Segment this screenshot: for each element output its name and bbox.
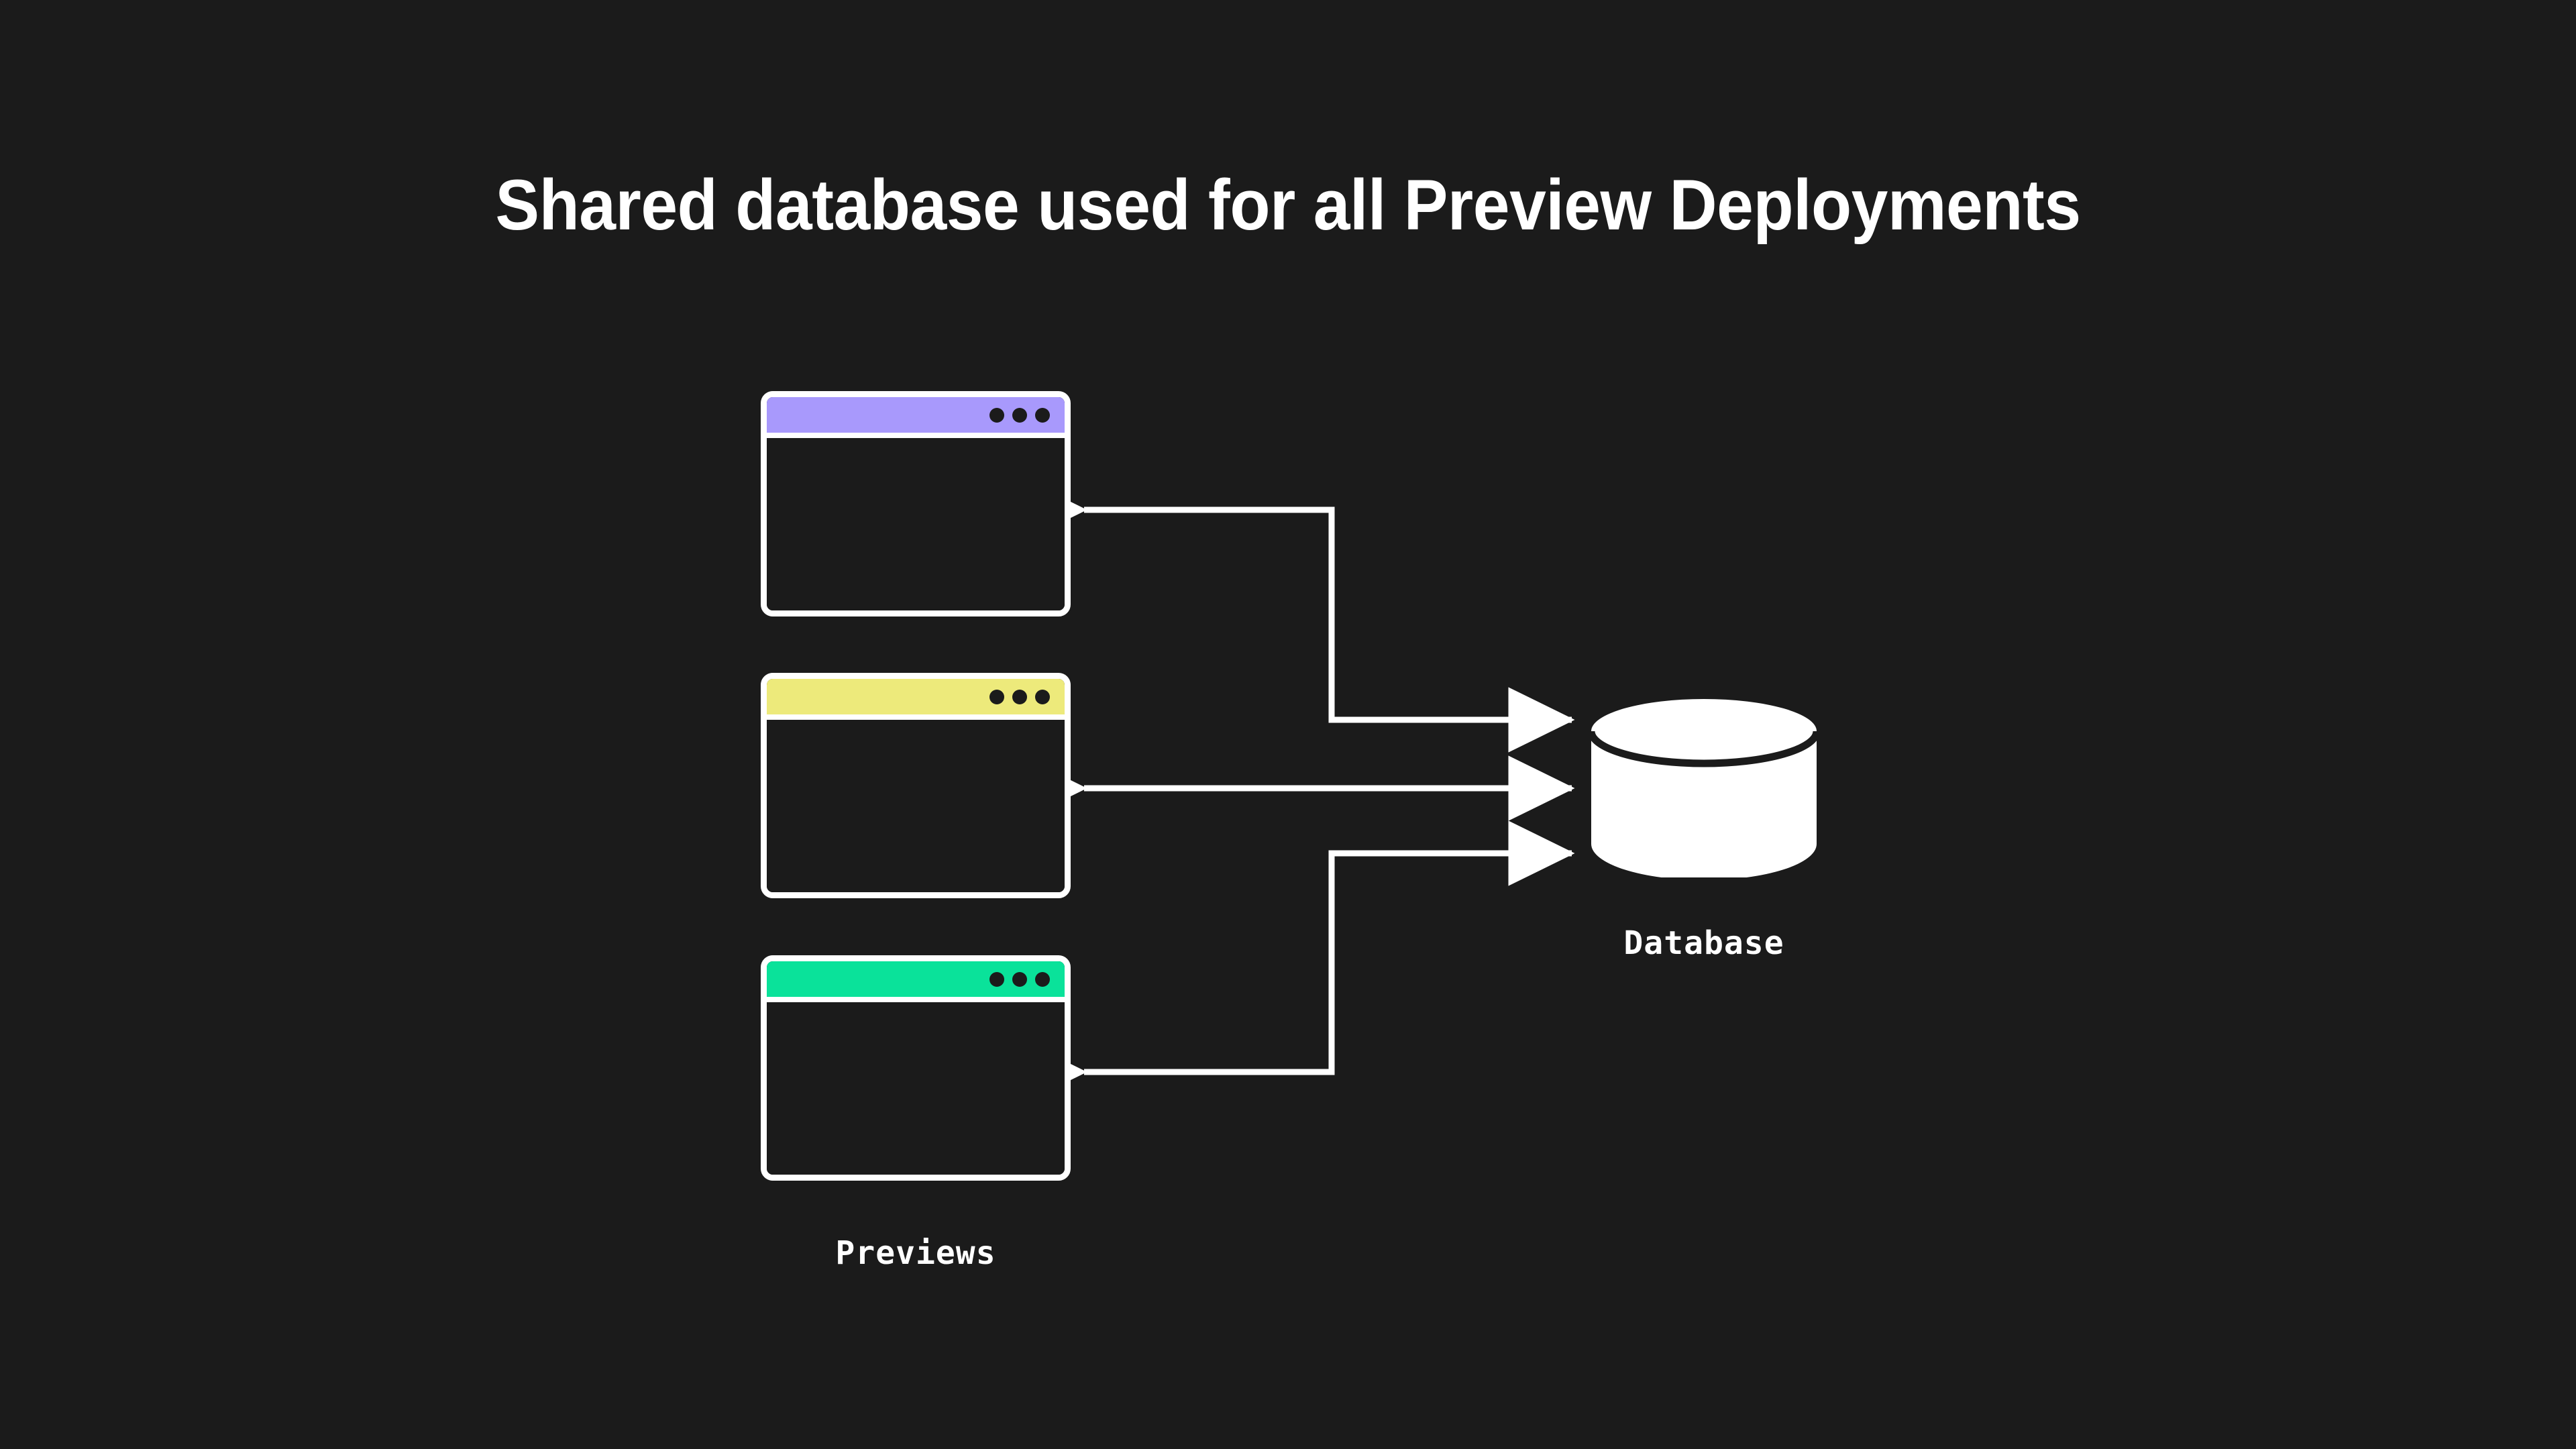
window-titlebar-1 (767, 397, 1065, 438)
window-body-1 (767, 438, 1065, 610)
window-dot-icon[interactable] (1012, 407, 1027, 423)
page-title: Shared database used for all Preview Dep… (495, 164, 2081, 245)
window-dot-icon[interactable] (1012, 689, 1027, 704)
database-cylinder-icon[interactable] (1590, 698, 1818, 877)
window-dot-icon[interactable] (989, 689, 1004, 704)
connector-preview-3 (1020, 820, 1575, 1105)
window-controls-3 (989, 971, 1050, 987)
window-dot-icon[interactable] (1012, 971, 1027, 987)
window-dot-icon[interactable] (1035, 689, 1050, 704)
window-controls-2 (989, 689, 1050, 704)
window-body-2 (767, 720, 1065, 892)
window-dot-icon[interactable] (989, 971, 1004, 987)
window-dot-icon[interactable] (1035, 407, 1050, 423)
connector-preview-1 (1020, 477, 1575, 753)
window-body-3 (767, 1002, 1065, 1175)
window-dot-icon[interactable] (989, 407, 1004, 423)
preview-window-2[interactable] (761, 673, 1071, 898)
preview-window-1[interactable] (761, 391, 1071, 616)
preview-window-3[interactable] (761, 955, 1071, 1181)
window-titlebar-3 (767, 961, 1065, 1002)
window-controls-1 (989, 407, 1050, 423)
database-label: Database (1623, 924, 1784, 962)
window-dot-icon[interactable] (1035, 971, 1050, 987)
previews-label: Previews (835, 1234, 996, 1272)
window-titlebar-2 (767, 679, 1065, 720)
